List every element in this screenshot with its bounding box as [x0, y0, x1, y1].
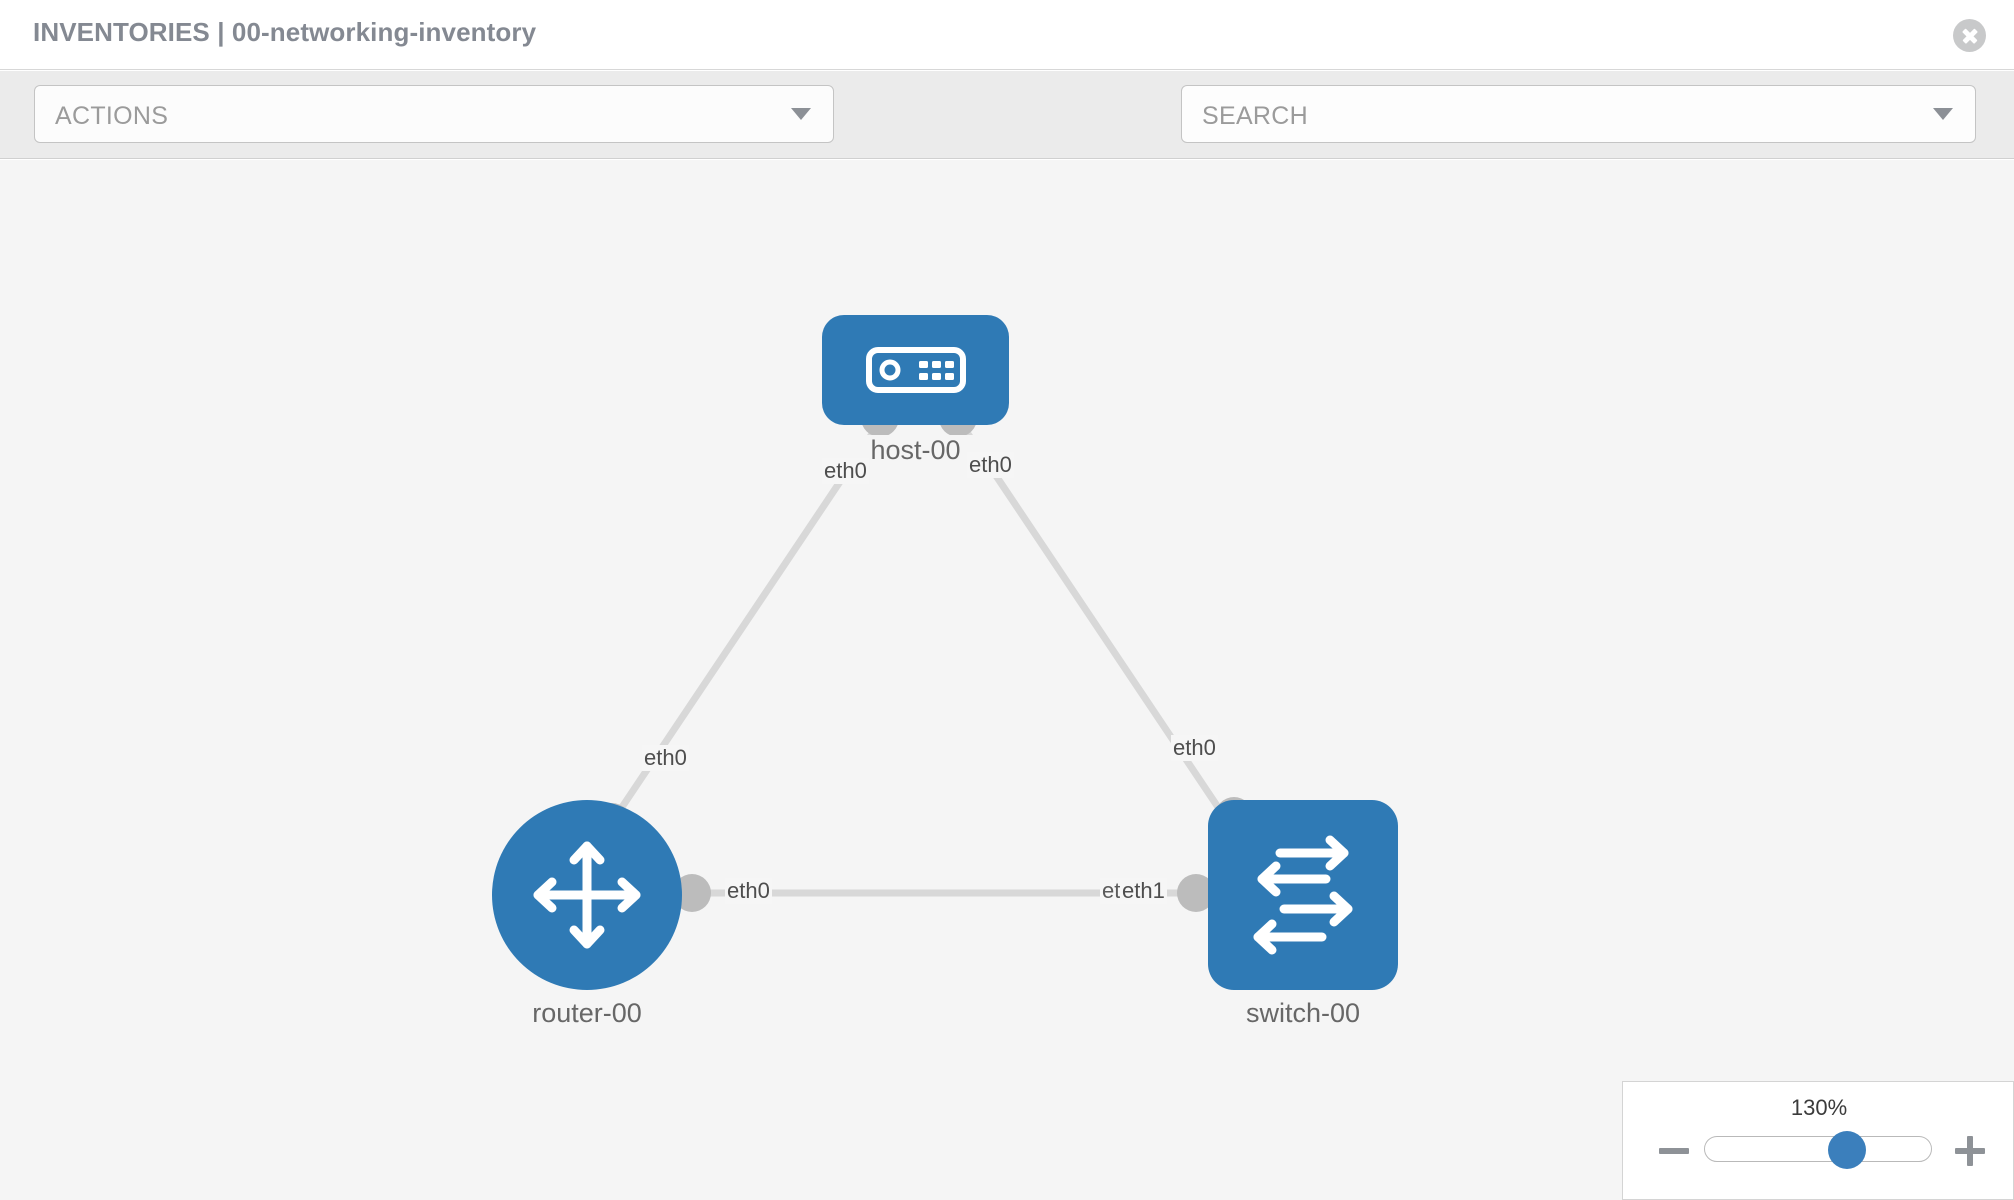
plus-icon[interactable]	[1955, 1136, 1985, 1166]
link-host-router	[597, 420, 883, 842]
interface-label-switch-left: eth1	[1120, 878, 1167, 904]
link-endpoint-group	[593, 399, 1253, 912]
minus-icon[interactable]	[1659, 1136, 1689, 1166]
interface-label-switch-up: eth0	[1171, 735, 1218, 761]
zoom-control-panel: 130%	[1622, 1081, 2014, 1200]
interface-label-host-right: eth0	[967, 452, 1014, 478]
search-placeholder: SEARCH	[1202, 102, 1308, 130]
interface-label-router-up: eth0	[642, 745, 689, 771]
interface-label-host-left: eth0	[822, 458, 869, 484]
switch-node-shape[interactable]	[1208, 800, 1398, 990]
interface-label-router-right: eth0	[725, 878, 772, 904]
page-title: INVENTORIES | 00-networking-inventory	[33, 17, 537, 47]
node-label-router-00: router-00	[492, 998, 682, 1029]
chevron-down-icon	[1933, 108, 1953, 120]
host-node-shape[interactable]	[822, 315, 1009, 425]
actions-dropdown-label: ACTIONS	[55, 102, 169, 130]
page-header: INVENTORIES | 00-networking-inventory	[0, 0, 2014, 70]
link-host-switch	[957, 420, 1243, 842]
endpoint-router-right	[673, 874, 711, 912]
server-icon	[865, 347, 966, 393]
toolbar: ACTIONS SEARCH	[0, 71, 2014, 203]
topology-canvas[interactable]: host-00 router-00	[0, 160, 2014, 1200]
router-node-shape[interactable]	[492, 800, 682, 990]
close-icon[interactable]	[1953, 19, 1986, 52]
zoom-slider-thumb[interactable]	[1828, 1131, 1867, 1169]
node-label-switch-00: switch-00	[1208, 998, 1398, 1029]
search-input[interactable]: SEARCH	[1181, 85, 1976, 143]
switch-arrows-icon	[1253, 835, 1353, 955]
router-arrows-icon	[533, 841, 641, 949]
zoom-level-value: 130%	[1790, 1095, 1848, 1120]
endpoint-switch-left	[1177, 874, 1215, 912]
actions-dropdown[interactable]: ACTIONS	[34, 85, 834, 143]
zoom-slider[interactable]	[1704, 1131, 1932, 1169]
chevron-down-icon	[791, 108, 811, 120]
topology-links	[593, 399, 1253, 912]
